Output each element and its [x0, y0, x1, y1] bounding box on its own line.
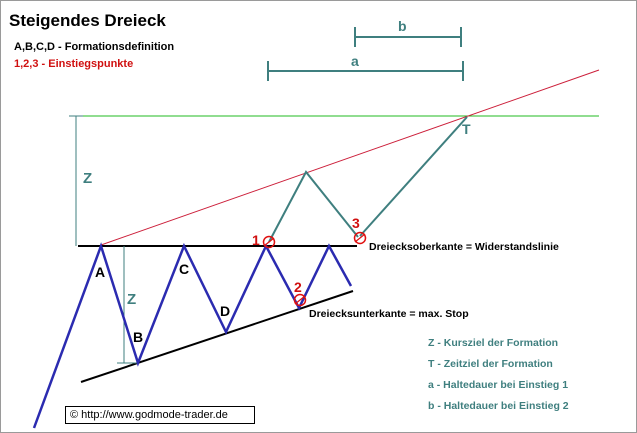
point-label-d: D [220, 303, 230, 319]
z-label-outer: Z [83, 170, 92, 187]
definition-formation: A,B,C,D - Formationsdefinition [14, 41, 174, 53]
page-title: Steigendes Dreieck [9, 11, 166, 30]
t-label: T [462, 121, 471, 137]
entry-marker-3-slash [354, 233, 366, 243]
entry-label-3: 3 [352, 215, 360, 231]
projection-entry-3 [359, 116, 468, 237]
entry-marker-1 [262, 235, 276, 249]
entry-label-2: 2 [294, 279, 302, 295]
entry-marker-3 [353, 231, 367, 245]
measure-a-label: a [351, 53, 359, 69]
entry-label-1: 1 [252, 232, 260, 248]
legend-item-b: b - Haltedauer bei Einstieg 2 [428, 400, 569, 412]
entry-marker-1-slash [263, 237, 275, 247]
z-label-inner: Z [127, 291, 136, 308]
support-line [80, 290, 354, 383]
legend-item-z: Z - Kursziel der Formation [428, 337, 558, 349]
copyright-link[interactable]: © http://www.godmode-trader.de [65, 406, 255, 424]
support-line-label: Dreiecksunterkante = max. Stop [309, 308, 469, 320]
resistance-line-label: Dreiecksoberkante = Widerstandslinie [369, 241, 559, 253]
measure-b-label: b [398, 18, 407, 34]
projection-entry-1 [268, 170, 359, 243]
legend-item-t: T - Zeitziel der Formation [428, 358, 553, 370]
entry-marker-2-slash [294, 295, 306, 305]
upper-trend-line [100, 69, 600, 246]
point-label-b: B [133, 329, 143, 345]
entry-marker-2 [293, 293, 307, 307]
price-path [32, 242, 353, 429]
definition-entry-points: 1,2,3 - Einstiegspunkte [14, 58, 133, 70]
point-label-c: C [179, 261, 189, 277]
legend-item-a: a - Haltedauer bei Einstieg 1 [428, 379, 568, 391]
point-label-a: A [95, 264, 105, 280]
